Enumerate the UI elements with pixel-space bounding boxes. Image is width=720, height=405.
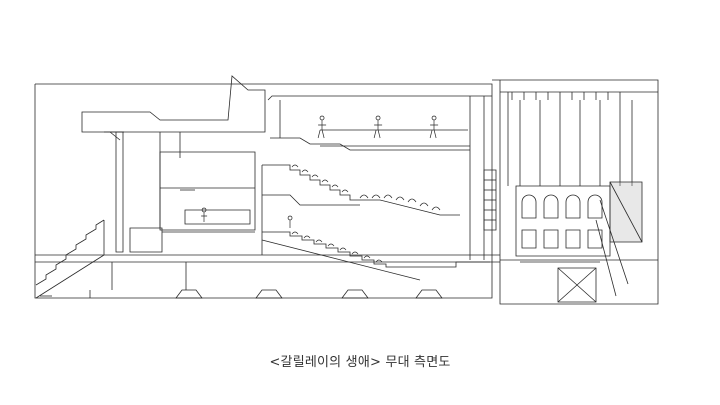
upper-balcony [268,96,492,150]
substage [520,262,600,302]
drawing-caption: <갈릴레이의 생애> 무대 측면도 [269,355,451,370]
theater-section-drawing [0,0,720,340]
entrance-stair [36,220,104,298]
fly-tower [470,92,658,260]
stalls-rake [262,232,490,280]
light-scaffold [484,170,496,230]
side-tower [596,182,642,296]
figures [201,116,438,228]
foundations [90,262,442,298]
middle-balcony [262,165,460,232]
building-outline [35,80,658,304]
lobby-rooms [130,152,255,252]
entrance-canopy [82,76,265,252]
balcony-seats [292,165,440,262]
